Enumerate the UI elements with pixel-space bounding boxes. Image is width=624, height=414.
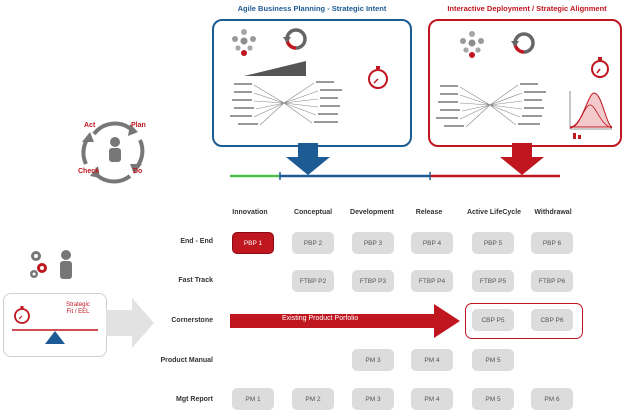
pdca-act: Act bbox=[84, 122, 96, 129]
strategic-alignment-graphics bbox=[436, 31, 613, 139]
col-header-innovation: Innovation bbox=[232, 209, 268, 216]
row-header-mgt-report: Mgt Report bbox=[176, 396, 213, 403]
row-header-cornerstone: Cornerstone bbox=[171, 317, 213, 324]
cell-pbp-5[interactable]: PBP 5 bbox=[472, 232, 514, 254]
col-header-active-lifecycle: Active LifeCycle bbox=[466, 209, 522, 216]
cell-pbp-1[interactable]: PBP 1 bbox=[232, 232, 274, 254]
cell-pm-5-manual[interactable]: PM 5 bbox=[472, 349, 514, 371]
person-icon bbox=[60, 250, 72, 279]
col-header-development: Development bbox=[350, 209, 394, 216]
pdca-do: Do bbox=[133, 168, 143, 175]
balance-label: Strategic Fit / EEL bbox=[66, 302, 90, 315]
cell-ftbp-p4[interactable]: FTBP P4 bbox=[411, 270, 453, 292]
dots-cluster-icon bbox=[460, 31, 484, 58]
cell-cbp-p5[interactable]: CBP P5 bbox=[472, 309, 514, 331]
cell-pm-5[interactable]: PM 5 bbox=[472, 388, 514, 410]
row-header-product-manual: Product Manual bbox=[160, 357, 213, 364]
bell-curve-icon bbox=[569, 91, 613, 139]
stopwatch-icon bbox=[368, 66, 388, 89]
flow-connectors bbox=[230, 143, 560, 180]
cell-pbp-4[interactable]: PBP 4 bbox=[411, 232, 453, 254]
stopwatch-icon bbox=[14, 306, 30, 324]
left-panel-title: Agile Business Planning - Strategic Inte… bbox=[237, 4, 387, 13]
existing-portfolio-arrow bbox=[230, 304, 460, 338]
balance-panel: Strategic Fit / EEL bbox=[3, 293, 107, 357]
red-down-arrow bbox=[500, 143, 544, 175]
rising-wedge-icon bbox=[244, 61, 306, 76]
right-panel-title: Interactive Deployment / Strategic Align… bbox=[447, 4, 607, 13]
pdca-cycle bbox=[81, 121, 145, 184]
cell-pbp-2[interactable]: PBP 2 bbox=[292, 232, 334, 254]
cell-pbp-6[interactable]: PBP 6 bbox=[531, 232, 573, 254]
cell-pbp-3[interactable]: PBP 3 bbox=[352, 232, 394, 254]
cell-cbp-p6[interactable]: CBP P6 bbox=[531, 309, 573, 331]
row-header-fast-track: Fast Track bbox=[178, 277, 213, 284]
blue-down-arrow bbox=[286, 143, 330, 175]
cell-ftbp-p2[interactable]: FTBP P2 bbox=[292, 270, 334, 292]
cycle-arrows-icon bbox=[283, 28, 307, 50]
mind-map-icon bbox=[436, 83, 546, 128]
stopwatch-icon bbox=[591, 57, 609, 78]
pdca-check: Check bbox=[78, 168, 100, 175]
cornerstone-highlight bbox=[465, 303, 583, 339]
cycle-arrows-icon bbox=[511, 32, 535, 54]
cell-pm-3-manual[interactable]: PM 3 bbox=[352, 349, 394, 371]
col-header-conceptual: Conceptual bbox=[293, 209, 333, 216]
cell-pm-4-manual[interactable]: PM 4 bbox=[411, 349, 453, 371]
dots-cluster-icon bbox=[232, 29, 256, 56]
cell-pm-1[interactable]: PM 1 bbox=[232, 388, 274, 410]
person-icon bbox=[109, 137, 121, 162]
row-header-end-end: End - End bbox=[180, 238, 213, 245]
cell-pm-4[interactable]: PM 4 bbox=[411, 388, 453, 410]
timeline-bar bbox=[230, 172, 560, 180]
gears-icon bbox=[30, 251, 47, 278]
gears-person-icon bbox=[30, 250, 72, 279]
cell-pm-2[interactable]: PM 2 bbox=[292, 388, 334, 410]
col-header-release: Release bbox=[415, 209, 443, 216]
cell-pm-3[interactable]: PM 3 bbox=[352, 388, 394, 410]
cell-ftbp-p6[interactable]: FTBP P6 bbox=[531, 270, 573, 292]
gray-right-arrow bbox=[106, 298, 154, 348]
existing-portfolio-label: Existing Product Porfolio bbox=[282, 315, 359, 322]
cell-ftbp-p3[interactable]: FTBP P3 bbox=[352, 270, 394, 292]
strategic-alignment-panel bbox=[428, 19, 622, 147]
mind-map-icon bbox=[230, 81, 342, 126]
balance-scale-icon bbox=[12, 306, 98, 344]
strategic-intent-graphics bbox=[230, 28, 388, 126]
pdca-plan: Plan bbox=[131, 122, 146, 129]
col-header-withdrawal: Withdrawal bbox=[534, 209, 572, 216]
cell-ftbp-p5[interactable]: FTBP P5 bbox=[472, 270, 514, 292]
cell-pm-6[interactable]: PM 6 bbox=[531, 388, 573, 410]
